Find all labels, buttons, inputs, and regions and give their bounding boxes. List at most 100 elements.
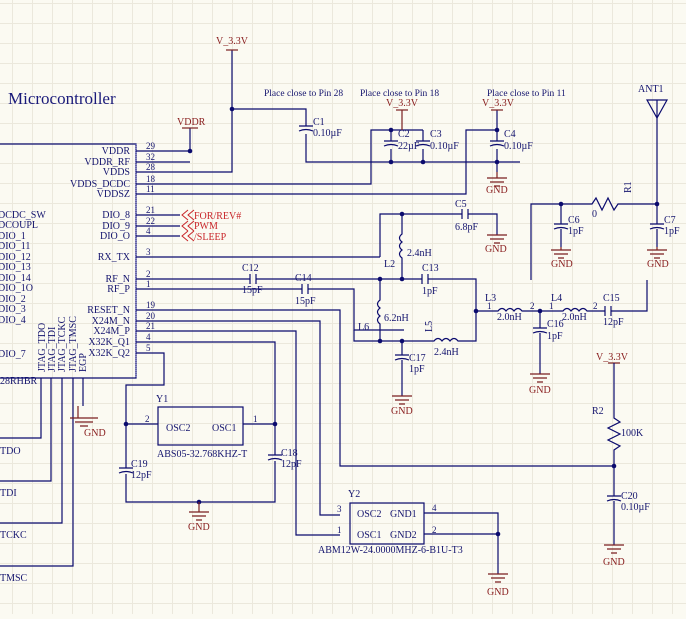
pin-number: 2 <box>530 301 535 311</box>
ant1-ref: ANT1 <box>638 84 664 95</box>
c19-symbol <box>118 467 134 474</box>
net-tdi: TDI <box>0 488 17 499</box>
r1-ref: R1 <box>623 181 634 193</box>
pin-number: 3 <box>337 504 342 514</box>
net-sleep[interactable]: /SLEEP <box>194 232 227 243</box>
c13-symbol <box>421 274 429 284</box>
c7-ref: C7 <box>664 215 676 226</box>
c6-symbol <box>553 223 569 230</box>
c4-symbol <box>489 140 505 147</box>
gnd-symbol <box>189 502 209 521</box>
gnd-label: GND <box>647 259 669 270</box>
c14-symbol <box>301 284 309 294</box>
wire-x24m-n <box>136 320 340 516</box>
mcu-pin-left: DIO_3 <box>0 304 26 315</box>
mcu-pin-left: DIO_2 <box>0 294 26 305</box>
y2-part: ABM12W-24.0000MHZ-6-B1U-T3 <box>318 545 463 556</box>
wire-vdds-dcdc <box>136 129 423 185</box>
c20-symbol <box>606 495 622 502</box>
c1-symbol <box>298 125 314 132</box>
mcu-left-pins: DCDC_SWDCOUPLDIO_1DIO_11DIO_12DIO_13DIO_… <box>0 210 46 360</box>
y2-ref: Y2 <box>348 489 360 500</box>
wire-x32k-q1 <box>136 341 276 424</box>
mcu-pin-x24m_n: X24M_N <box>92 316 130 327</box>
pin-number: 2 <box>145 414 150 424</box>
net-tmsc: TMSC <box>0 573 28 584</box>
net-port-icon <box>181 209 195 242</box>
wire-c13 <box>380 278 477 311</box>
l5-value: 2.4nH <box>434 347 459 358</box>
y2-pin-osc1: OSC1 <box>357 530 381 541</box>
mcu-pin-rf_p: RF_P <box>107 284 130 295</box>
wire-vdds <box>136 50 233 173</box>
mcu-pin-x32k_q1: X32K_Q1 <box>88 337 130 348</box>
gnd-label: GND <box>391 406 413 417</box>
wire-jtag-tdo <box>0 378 42 439</box>
mcu-pin-left: DIO_11 <box>0 241 30 252</box>
c5-ref: C5 <box>455 199 467 210</box>
pin-label: JTAG_TMSC <box>68 316 79 372</box>
r2-symbol <box>606 363 622 545</box>
c4-ref: C4 <box>504 129 516 140</box>
y1-ref: Y1 <box>156 394 168 405</box>
c14-ref: C14 <box>295 273 312 284</box>
c3-symbol <box>415 140 431 147</box>
wire-rf-p <box>136 288 404 331</box>
c15-value: 12pF <box>603 317 624 328</box>
c18-symbol <box>267 454 283 461</box>
c1-value: 0.10µF <box>313 128 342 139</box>
l2-symbol <box>398 214 403 279</box>
c15-ref: C15 <box>603 293 620 304</box>
mcu-pin-vddr: VDDR <box>102 146 131 157</box>
pin-number: 5 <box>146 343 151 353</box>
l2-ref: L2 <box>384 259 395 270</box>
mcu-pin-vdds_dcdc: VDDS_DCDC <box>70 179 130 190</box>
y1-part: ABS05-32.768KHZ-T <box>157 449 247 460</box>
c13-value: 1pF <box>422 286 438 297</box>
mcu-pin-rx_tx: RX_TX <box>98 252 131 263</box>
pin-number: 1 <box>337 525 342 535</box>
y2-pin-gnd1: GND1 <box>390 509 417 520</box>
wire-dio <box>136 214 180 237</box>
pin-number: 29 <box>146 141 156 151</box>
net-tckc: TCKC <box>0 530 27 541</box>
sheet-title: Microcontroller <box>8 89 116 108</box>
wire-c1 <box>232 108 520 163</box>
c18-ref: C18 <box>281 448 298 459</box>
c12-value: 15pF <box>242 285 263 296</box>
wire-vddsz <box>136 129 497 195</box>
y2-pin-gnd2: GND2 <box>390 530 417 541</box>
c1-ref: C1 <box>313 117 325 128</box>
net-for-rev[interactable]: FOR/REV# <box>194 211 241 222</box>
c2-value: 22µF <box>398 141 420 152</box>
gnd-label: GND <box>485 244 507 255</box>
gnd-symbol <box>604 544 624 554</box>
note-pin11: Place close to Pin 11 <box>487 89 566 99</box>
mcu-pin-left: DIO_12 <box>0 252 31 263</box>
c4-value: 0.10µF <box>504 141 533 152</box>
c18-value: 12pF <box>281 459 302 470</box>
y1-crystal[interactable] <box>157 406 244 446</box>
pin-number: 4 <box>146 226 151 236</box>
c16-ref: C16 <box>547 319 564 330</box>
mcu-pin-rf_n: RF_N <box>106 274 130 285</box>
pin-number: 2 <box>593 301 598 311</box>
gnd-symbol <box>551 247 571 259</box>
note-pin28: Place close to Pin 28 <box>264 89 343 99</box>
gnd-symbol <box>530 373 550 383</box>
c19-value: 12pF <box>131 470 152 481</box>
c16-symbol <box>532 327 548 334</box>
y2-crystal[interactable] <box>349 502 425 545</box>
l4-ref: L4 <box>551 293 562 304</box>
mcu-pin-left: DIO_14 <box>0 273 31 284</box>
net-pwm[interactable]: PWM <box>194 221 218 232</box>
note-pin18: Place close to Pin 18 <box>360 89 439 99</box>
pin-number: 4 <box>146 332 151 342</box>
c14-value: 15pF <box>295 296 316 307</box>
l3-ref: L3 <box>485 293 496 304</box>
mcu-pin-left: DIO_4 <box>0 315 26 326</box>
l2-value: 2.4nH <box>407 248 432 259</box>
pin-number: 20 <box>146 311 156 321</box>
